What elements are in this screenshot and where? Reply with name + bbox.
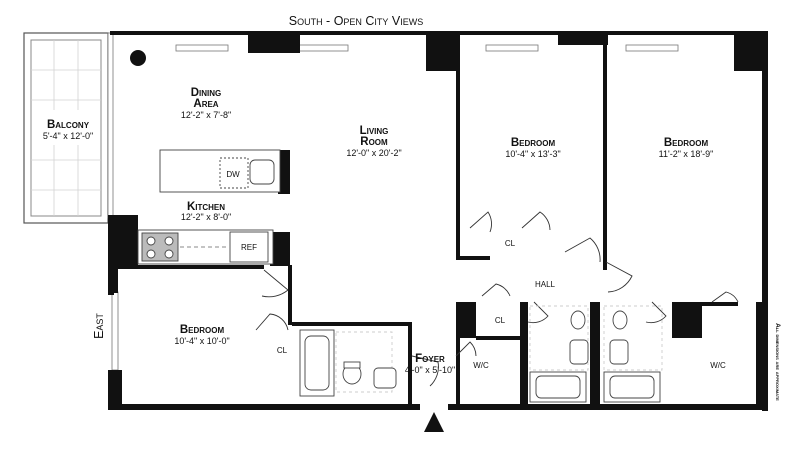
room-dims-bedroom-center: 10'-4" x 13'-3" xyxy=(505,149,560,159)
toilet-icon xyxy=(570,310,586,330)
closet-label: CL xyxy=(505,239,516,248)
refrigerator xyxy=(229,231,269,263)
plan-title: South - Open City Views xyxy=(289,14,423,28)
fixtures xyxy=(130,50,663,403)
room-dims-balcony: 5'-4" x 12'-0" xyxy=(43,131,93,141)
room-dims-living: 12'-0" x 20'-2" xyxy=(346,148,401,158)
room-name-bedroom-center: Bedroom xyxy=(511,137,556,149)
sink-icon xyxy=(569,339,589,365)
room-name-bedroom-right: Bedroom xyxy=(664,137,709,149)
walls xyxy=(108,31,768,411)
entry-arrow-icon xyxy=(424,412,444,432)
column-icon xyxy=(130,50,146,66)
dimensions-note: All dimensions are approximate xyxy=(774,323,781,401)
room-name-balcony: Balcony xyxy=(47,119,90,131)
walk-in-closet-label: W/C xyxy=(710,361,726,370)
stove-icon xyxy=(141,232,179,262)
closet-label: CL xyxy=(495,316,506,325)
toilet-icon xyxy=(612,310,628,330)
east-label: East xyxy=(92,313,106,339)
dishwasher xyxy=(219,157,249,189)
room-name-kitchen: Kitchen xyxy=(187,201,225,213)
room-name-dining-line1: Dining xyxy=(191,87,222,99)
hall-label: HALL xyxy=(535,280,556,289)
room-name-bedroom-left: Bedroom xyxy=(180,324,225,336)
room-name-living-line2: Room xyxy=(360,136,388,148)
refrigerator-label: REF xyxy=(241,243,257,252)
sink-icon xyxy=(249,159,275,185)
room-dims-foyer: 4'-0" x 5'-10" xyxy=(405,365,455,375)
sink-icon xyxy=(609,339,629,365)
room-name-dining-line2: Area xyxy=(193,98,218,110)
dishwasher-label: DW xyxy=(226,170,240,179)
room-name-foyer: Foyer xyxy=(415,353,445,365)
room-dims-bedroom-left: 10'-4" x 10'-0" xyxy=(174,336,229,346)
room-dims-dining: 12'-2" x 7'-8" xyxy=(181,110,231,120)
room-dims-kitchen: 12'-2" x 8'-0" xyxy=(181,212,231,222)
room-name-living-line1: Living xyxy=(360,125,389,137)
closet-label: CL xyxy=(277,346,288,355)
room-dims-bedroom-right: 11'-2" x 18'-9" xyxy=(659,149,714,159)
walk-in-closet-label: W/C xyxy=(473,361,489,370)
windows xyxy=(107,32,679,371)
sink-icon xyxy=(373,367,397,389)
doors xyxy=(255,211,739,387)
